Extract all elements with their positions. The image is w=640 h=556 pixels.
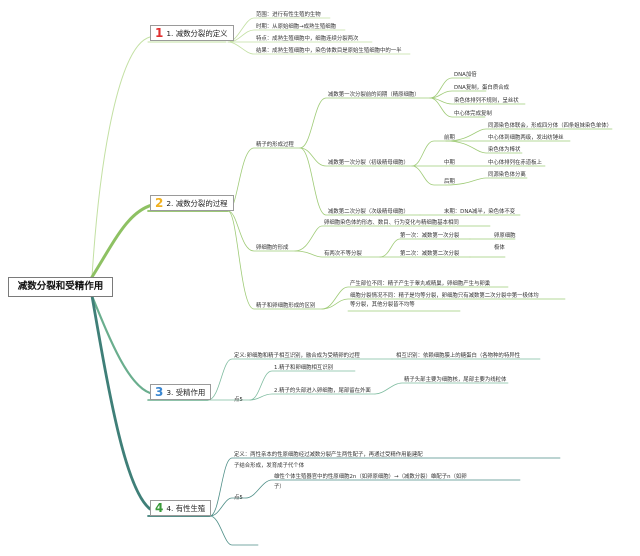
b2-prophase-label[interactable]: 前期 (444, 135, 455, 141)
b2-diff-item[interactable]: 产生部位不同：精子产生于睾丸或精巢，卵细胞产生与卵巢 (350, 281, 491, 287)
b2-interphase-item[interactable]: 染色体排列不规则，呈丝状 (454, 98, 519, 104)
b2-egg-label[interactable]: 卵细胞的形成 (256, 245, 289, 251)
branch-4-label: 4. 有性生殖 (166, 504, 206, 513)
b2-unequal-first-note[interactable]: 卵原细胞 (494, 233, 516, 239)
branch-2-label: 2. 减数分裂的过程 (166, 199, 228, 208)
number-2-icon: 2 (155, 196, 164, 210)
b3-sub-node[interactable]: 点5 (234, 397, 243, 403)
b2-prophase-item[interactable]: 中心体到细胞两级，发出纺锤丝 (488, 135, 564, 141)
b1-item-result[interactable]: 结果：成熟生殖细胞中，染色体数目是原始生殖细胞中的一半 (256, 48, 402, 54)
b2-prophase-item[interactable]: 同源染色体联会，形成四分体（四条姐妹染色单体） (488, 123, 612, 129)
b4-flow-line1[interactable]: 雄性个体生殖器官中的性原细胞2n（如卵原细胞）→（减数分裂）雄配子n（如卵 (274, 474, 467, 480)
b2-anaphase-label[interactable]: 后期 (444, 179, 455, 185)
b2-anaphase-item[interactable]: 同源染色体分离 (488, 172, 526, 178)
b3-point-2-note[interactable]: 精子头部主要为细胞核，尾部主要为线粒体 (404, 377, 507, 383)
b4-definition-line1[interactable]: 定义：两性亲本的性原细胞经过减数分裂产生两性配子，再通过受精作用能建配 (234, 452, 423, 458)
b2-sperm-label[interactable]: 精子的形成过程 (256, 142, 294, 148)
b1-item-feature[interactable]: 特点：成熟生殖细胞中，细胞连续分裂两次 (256, 36, 359, 42)
b1-item-scope[interactable]: 范围：进行有性生殖的生物 (256, 12, 321, 18)
b3-definition[interactable]: 定义:卵细胞和精子相互识别，融合成为受精卵的过程 (234, 353, 360, 359)
branch-1-label: 1. 减数分裂的定义 (166, 29, 228, 38)
b2-unequal-label[interactable]: 有两次不等分裂 (324, 251, 362, 257)
number-1-icon: 1 (155, 26, 164, 40)
number-3-icon: 3 (155, 385, 164, 399)
b2-diff-item[interactable]: 等分裂，其他分裂皆不均等 (350, 302, 415, 308)
branch-3-label: 3. 受精作用 (166, 388, 206, 397)
b2-diff-item[interactable]: 细胞分裂情况不同：精子是均等分裂，卵细胞只有减数第二次分裂中第一极体均 (350, 293, 539, 299)
b2-metaphase-item[interactable]: 中心体排列在赤道板上 (488, 160, 542, 166)
b2-interphase-item[interactable]: DNA复制，蛋白质合成 (454, 85, 509, 91)
b2-unequal-second-note[interactable]: 极体 (494, 245, 505, 251)
b4-flow-line2[interactable]: 子） (274, 484, 285, 490)
b2-interphase-item[interactable]: DNA加倍 (454, 72, 477, 78)
b2-prophase-item[interactable]: 染色体为棒状 (488, 147, 521, 153)
link-branch-2 (90, 203, 154, 279)
b4-sub-node[interactable]: 点5 (234, 495, 243, 501)
root-topic[interactable]: 减数分裂和受精作用 (8, 277, 113, 297)
b3-recognition[interactable]: 相互识别：依赖细胞膜上的糖蛋白（各物种的特异性 (396, 353, 520, 359)
b2-interphase-item[interactable]: 中心体完成复制 (454, 111, 492, 117)
b2-metaphase-label[interactable]: 中期 (444, 160, 455, 166)
b2-unequal-first[interactable]: 第一次：减数第一次分裂 (400, 233, 460, 239)
b2-interphase-label[interactable]: 减数第一次分裂前的间期（精原细胞） (328, 92, 420, 98)
b2-second-division-note[interactable]: 末期：DNA减半，染色体不变 (444, 209, 516, 215)
number-4-icon: 4 (155, 501, 164, 515)
b3-point-2[interactable]: 2.精子的头部进入卵细胞，尾部留在外面 (274, 388, 371, 394)
b4-definition-line2[interactable]: 子结合形成，发育成子代个体 (234, 463, 305, 469)
link-branch-4 (90, 294, 152, 511)
link-branch-1 (91, 36, 151, 278)
b1-item-period[interactable]: 时期：从原始细胞→成熟生殖细胞 (256, 24, 336, 30)
b3-point-1[interactable]: 1.精子和卵细胞相互识别 (274, 365, 334, 371)
link-branch-3 (90, 294, 152, 395)
b2-egg-desc[interactable]: 卵细胞染色体的形态、数目、行为变化与精细胞基本相同 (324, 220, 459, 226)
b2-unequal-second[interactable]: 第二次：减数第二次分裂 (400, 251, 460, 257)
b2-first-division-label[interactable]: 减数第一次分裂（初级精母细胞） (328, 160, 409, 166)
b2-diff-label[interactable]: 精子和卵细胞形成的区别 (256, 303, 316, 309)
b2-second-division-label[interactable]: 减数第二次分裂（次级精母细胞） (328, 209, 409, 215)
